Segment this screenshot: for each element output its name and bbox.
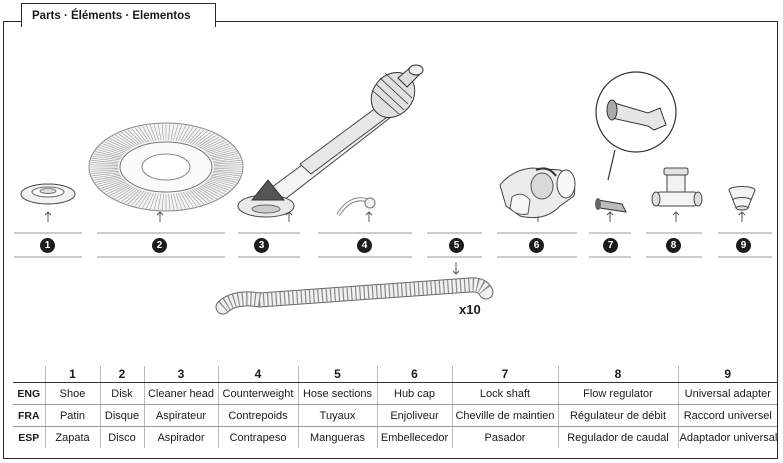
table-cell: Lock shaft <box>451 382 558 405</box>
table-cell: Regulador de caudal <box>557 426 678 448</box>
table-cell: Raccord universel <box>677 404 777 427</box>
part-number-3: 3 <box>254 238 269 253</box>
part-number-7: 7 <box>603 238 618 253</box>
panel-title: Parts · Éléments · Elementos <box>21 3 216 27</box>
column-header: 8 <box>557 366 678 383</box>
part-number-4: 4 <box>357 238 372 253</box>
part-number-2: 2 <box>152 238 167 253</box>
table-cell: Flow regulator <box>557 382 678 405</box>
table-cell: Contrapeso <box>217 426 298 448</box>
table-cell: Contrepoids <box>217 404 298 427</box>
table-cell: Hub cap <box>376 382 452 405</box>
table-cell: Mangueras <box>297 426 377 448</box>
column-header: 5 <box>297 366 377 383</box>
table-cell: Embellecedor <box>376 426 452 448</box>
language-code: FRA <box>13 404 45 427</box>
hose-quantity: x10 <box>459 302 481 317</box>
table-cell: Disque <box>99 404 144 427</box>
table-cell: Patin <box>44 404 100 427</box>
column-header: 4 <box>217 366 298 383</box>
table-cell: Enjoliveur <box>376 404 452 427</box>
table-cell: Disco <box>99 426 144 448</box>
table-cell: Universal adapter <box>677 382 777 405</box>
table-cell: Pasador <box>451 426 558 448</box>
hub-cap-icon <box>499 167 576 219</box>
hose-section-icon <box>215 277 494 315</box>
table-cell: Zapata <box>44 426 100 448</box>
part-number-8: 8 <box>666 238 681 253</box>
table-cell: Tuyaux <box>297 404 377 427</box>
table-row: ESP Zapata Disco Aspirador Contrapeso Ma… <box>13 426 777 448</box>
header-blank <box>13 366 45 383</box>
part-number-9: 9 <box>736 238 751 253</box>
table-cell: Shoe <box>44 382 100 405</box>
parts-table: 1 2 3 4 5 6 7 8 9 ENG Shoe Disk Cleaner … <box>13 366 777 448</box>
table-cell: Adaptador universal <box>677 426 777 448</box>
column-header: 9 <box>677 366 777 383</box>
column-header: 3 <box>143 366 218 383</box>
table-cell: Aspirador <box>143 426 218 448</box>
table-cell: Counterweight <box>217 382 298 405</box>
shoe-icon <box>20 183 76 205</box>
table-cell: Cheville de maintien <box>451 404 558 427</box>
column-header: 1 <box>44 366 100 383</box>
part-number-6: 6 <box>529 238 544 253</box>
table-cell: Régulateur de débit <box>557 404 678 427</box>
lock-shaft-icon <box>595 71 677 213</box>
language-code: ESP <box>18 431 40 444</box>
part-number-5: 5 <box>449 238 464 253</box>
column-header: 7 <box>451 366 558 383</box>
table-cell: Hose sections <box>297 382 377 405</box>
parts-panel <box>3 21 778 459</box>
counterweight-icon <box>336 197 376 217</box>
table-row: FRA Patin Disque Aspirateur Contrepoids … <box>13 404 777 427</box>
table-cell: Disk <box>99 382 144 405</box>
table-cell: Aspirateur <box>143 404 218 427</box>
column-header: 2 <box>99 366 144 383</box>
table-cell: Cleaner head <box>143 382 218 405</box>
language-code: ENG <box>13 382 45 405</box>
cleaner-head-icon <box>237 64 424 218</box>
part-number-1: 1 <box>40 238 55 253</box>
flow-regulator-icon <box>651 167 703 207</box>
disk-icon <box>88 122 244 212</box>
column-header: 6 <box>376 366 452 383</box>
table-row: ENG Shoe Disk Cleaner head Counterweight… <box>13 382 777 405</box>
table-header-row: 1 2 3 4 5 6 7 8 9 <box>13 366 777 383</box>
universal-adapter-icon <box>728 186 756 211</box>
